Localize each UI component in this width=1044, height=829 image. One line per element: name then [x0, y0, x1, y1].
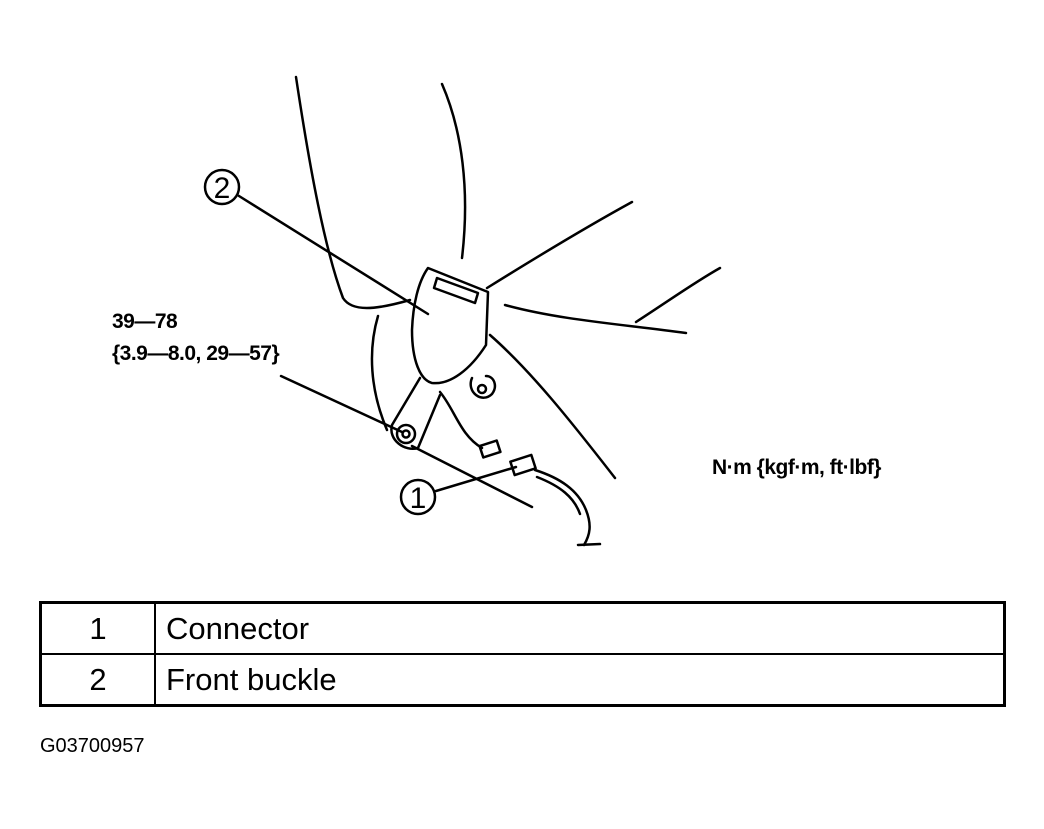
table-row: 1 Connector [39, 601, 1006, 655]
connector-buckle-side [478, 439, 502, 459]
leader-line-torque [279, 374, 404, 434]
seat-side-curve [370, 314, 389, 432]
legend-number: 1 [39, 601, 156, 655]
anchor-bolt-center [476, 383, 488, 395]
vehicle-harness-wire [533, 468, 591, 547]
callout-2-number: 2 [214, 172, 231, 205]
buckle-slot [432, 276, 480, 305]
torque-value: 39—78 [112, 310, 178, 333]
buckle-harness-wire [438, 390, 484, 450]
figure-id: G03700957 [40, 735, 145, 757]
leader-line-1 [434, 465, 518, 493]
mounting-bolt [395, 423, 417, 445]
anchor-bolt [469, 374, 497, 399]
seat-outline-left [294, 75, 412, 310]
seat-outline-center [440, 82, 467, 260]
callout-1-number: 1 [410, 482, 427, 515]
seat-outline-upper-right [485, 200, 634, 290]
callout-2-circle [203, 168, 241, 206]
legend-name: Connector [154, 601, 1006, 655]
seat-cushion-seam [634, 266, 722, 324]
table-row: 2 Front buckle [39, 653, 1006, 707]
torque-unit-label: N·m {kgf·m, ft·lbf} [712, 456, 881, 479]
seat-belt-buckle-diagram: 2 1 [203, 75, 722, 547]
leader-line-2 [237, 194, 430, 316]
seat-lower-curve [488, 333, 617, 480]
legend-table: 1 Connector 2 Front buckle [39, 601, 1006, 707]
legend-number: 2 [39, 653, 156, 707]
connector-harness-side [509, 453, 537, 477]
buckle-head [410, 266, 490, 385]
leader-line-torque-2 [410, 444, 534, 509]
callout-1-circle [399, 478, 437, 516]
vehicle-harness-wire-2 [535, 475, 582, 516]
torque-value-alt-units: {3.9—8.0, 29—57} [112, 342, 280, 365]
legend-name: Front buckle [154, 653, 1006, 707]
wire-end [576, 542, 602, 547]
seat-cushion-edge [503, 303, 688, 335]
mounting-bolt-center [401, 429, 411, 439]
